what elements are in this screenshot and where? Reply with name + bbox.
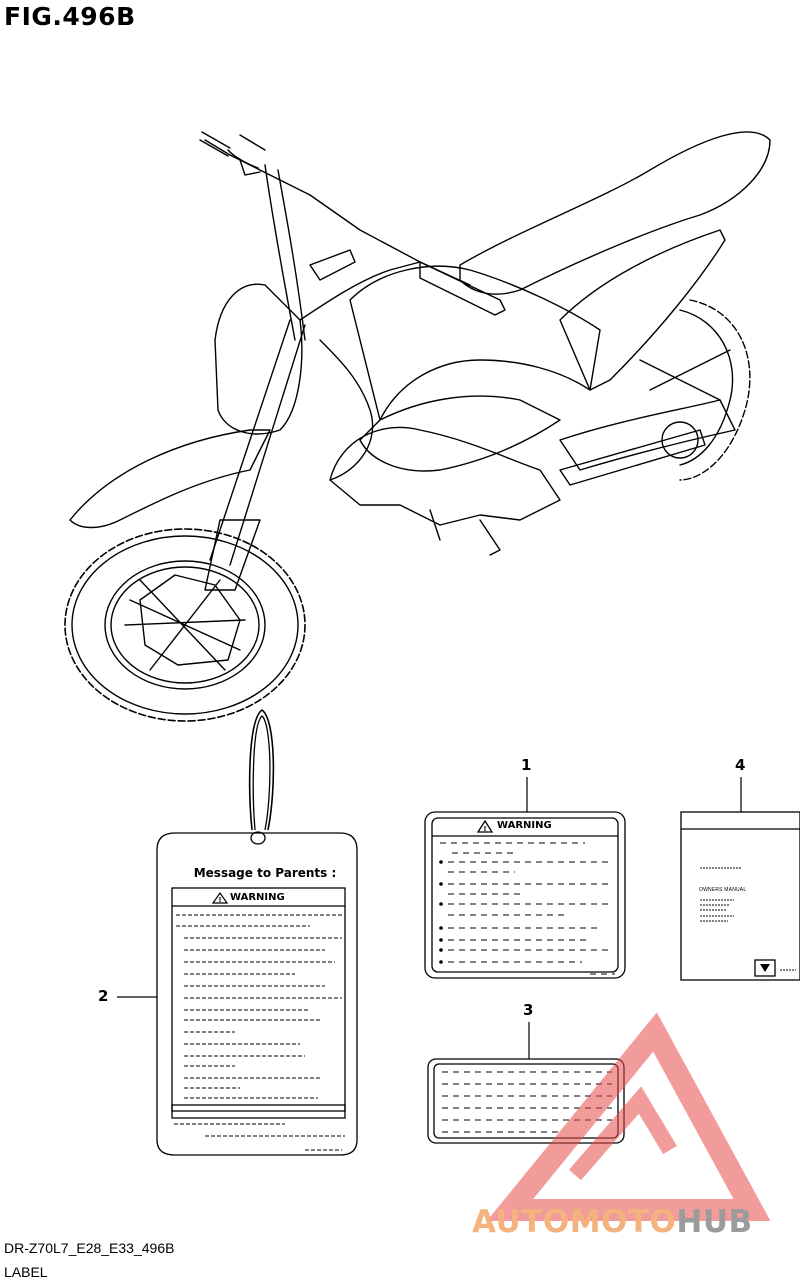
tag-warning-text: WARNING xyxy=(230,892,285,903)
warning-label-heading: WARNING xyxy=(497,820,552,831)
fuel-tank xyxy=(349,265,601,421)
exhaust xyxy=(559,399,736,471)
section-label: LABEL xyxy=(4,1264,48,1280)
callout-4: 4 xyxy=(735,756,746,774)
callout-1: 1 xyxy=(521,756,532,774)
warning-label-bullets xyxy=(439,860,443,964)
manual-caption: OWNERS MANUAL xyxy=(699,887,747,893)
figure-code: DR-Z70L7_E28_E33_496B xyxy=(4,1240,175,1256)
warning-triangle-icon xyxy=(211,891,229,904)
part-3-label xyxy=(427,1058,625,1144)
part-1-warning-label xyxy=(424,811,626,979)
cables xyxy=(264,164,306,341)
watermark-part-b: HUB xyxy=(676,1204,753,1240)
swing-arm xyxy=(559,429,706,486)
seat xyxy=(459,131,771,295)
manual-text-lines xyxy=(700,867,796,971)
watermark-text: AUTOMOTOHUB xyxy=(472,1204,753,1240)
front-wheel xyxy=(64,528,306,722)
warning-triangle-icon xyxy=(476,819,494,833)
svg-text:!: ! xyxy=(218,896,221,904)
part-4-owners-manual xyxy=(680,811,800,981)
handlebar xyxy=(204,134,471,286)
svg-text:!: ! xyxy=(483,825,486,833)
engine xyxy=(329,426,561,526)
watermark-logo xyxy=(486,1012,771,1221)
grip xyxy=(419,261,506,316)
brand-logo-icon xyxy=(760,964,770,972)
motorcycle-illustration xyxy=(64,131,771,722)
tag-heading: Message to Parents : xyxy=(193,866,337,880)
figure-title: FIG.496B xyxy=(4,2,136,31)
rear-wheel xyxy=(639,299,751,481)
number-plate xyxy=(214,283,303,435)
front-fender xyxy=(69,429,271,529)
shroud xyxy=(359,395,561,472)
fork-guard xyxy=(204,519,261,591)
side-panel xyxy=(559,229,726,391)
tag-text-lines xyxy=(174,914,345,1151)
callout-2: 2 xyxy=(98,987,109,1005)
watermark-part-a: AUTOMOTO xyxy=(472,1204,677,1240)
part-2-parents-tag xyxy=(156,709,358,1156)
warning-label-text-lines xyxy=(440,842,615,975)
callout-leaders xyxy=(117,777,742,1059)
callout-3: 3 xyxy=(523,1001,534,1019)
part-3-text-lines xyxy=(442,1071,612,1133)
